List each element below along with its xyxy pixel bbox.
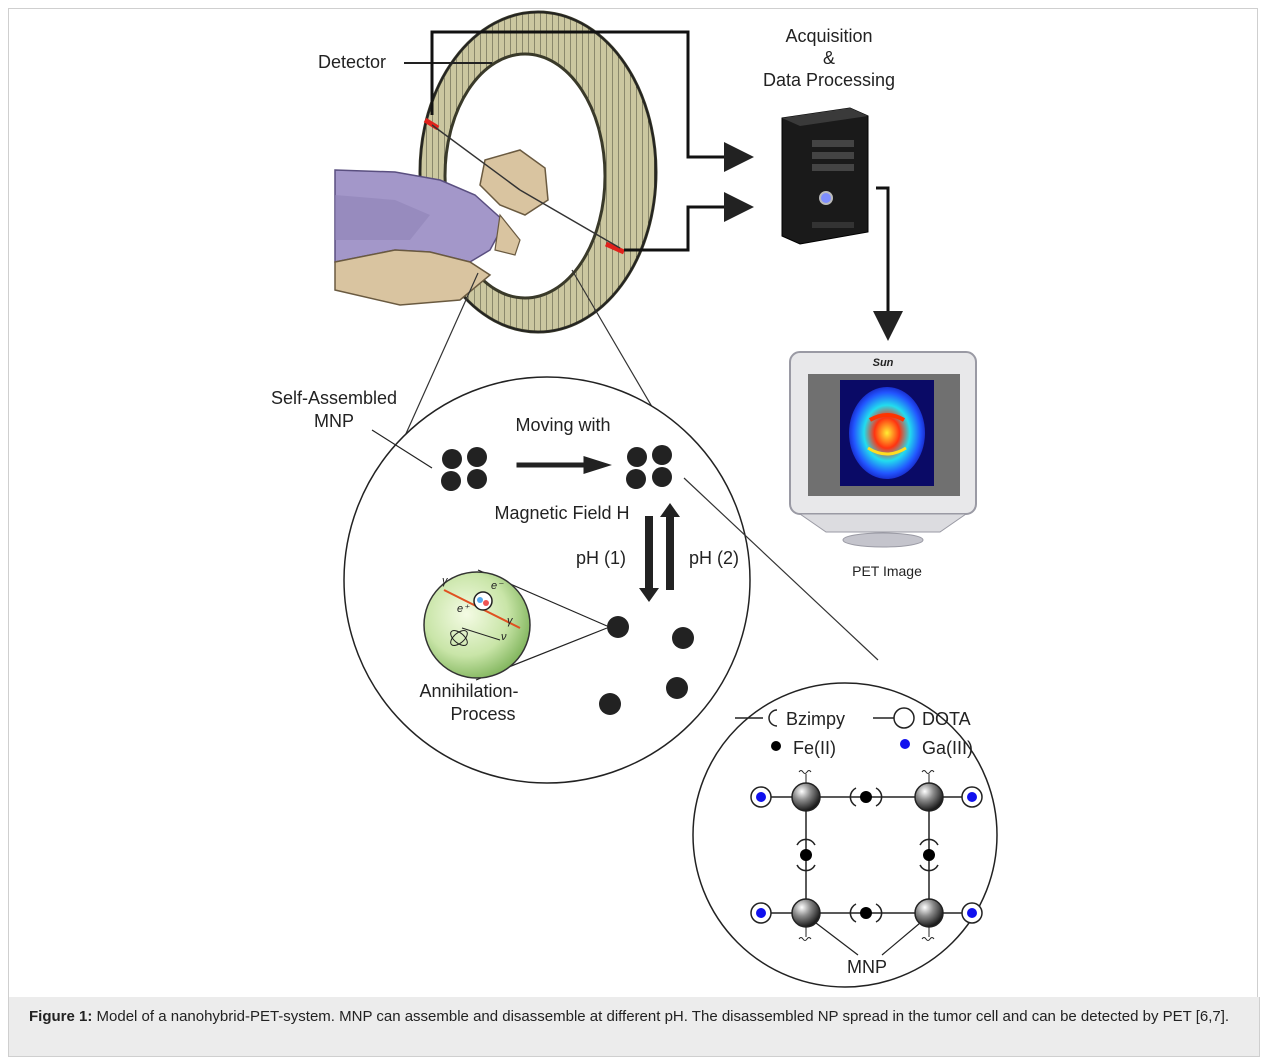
dispersed-mnp [599, 616, 694, 715]
mnp-zoom-circle [343, 376, 751, 784]
ph2-label: pH (2) [689, 548, 739, 568]
signal-lines [430, 30, 903, 341]
magnetic-field-label: Magnetic Field H [494, 503, 629, 523]
zoom-line-detail [683, 477, 879, 661]
pet-monitor-icon: Sun [789, 351, 977, 548]
gamma-symbol-bottom: γ [507, 615, 514, 627]
mnp-label-bottom: MNP [847, 957, 887, 977]
annihilation-sphere-icon: γ e⁻ e⁺ ν γ [423, 569, 608, 681]
ph-equilibrium-arrows [639, 503, 680, 602]
moving-arrow [516, 455, 612, 475]
positron-symbol: e⁺ [457, 603, 470, 615]
ph1-label: pH (1) [576, 548, 626, 568]
mnp-cluster-right [626, 445, 672, 489]
mnp-network [750, 770, 983, 956]
gamma-symbol-top: γ [442, 575, 449, 587]
caption-label: Figure 1: [29, 1008, 93, 1025]
self-assembled-label: Self-Assembled [271, 388, 397, 408]
computer-tower-icon [781, 107, 869, 245]
electron-symbol: e⁻ [491, 580, 504, 592]
mnp-label-top: MNP [314, 411, 354, 431]
dota-label: DOTA [922, 709, 971, 729]
ampersand-label: & [823, 48, 835, 68]
moving-with-label: Moving with [515, 415, 610, 435]
patient-illustration [334, 124, 621, 306]
data-processing-label: Data Processing [763, 70, 895, 90]
detail-legend: Bzimpy DOTA Fe(II) Ga(III) [735, 707, 973, 758]
fe-label: Fe(II) [793, 738, 836, 758]
neutrino-symbol: ν [501, 631, 507, 643]
process-label: Process [450, 704, 515, 724]
annihilation-label: Annihilation- [419, 681, 518, 701]
ga-label: Ga(III) [922, 738, 973, 758]
caption-text: Model of a nanohybrid-PET-system. MNP ca… [92, 1008, 1230, 1025]
monitor-brand: Sun [873, 357, 894, 369]
detector-label: Detector [318, 52, 386, 72]
bzimpy-label: Bzimpy [786, 709, 845, 729]
zoom-line-left [399, 272, 479, 448]
pet-image-label: PET Image [852, 563, 922, 579]
figure-caption: Figure 1: Model of a nanohybrid-PET-syst… [8, 997, 1260, 1057]
self-assembled-pointer [371, 429, 433, 469]
mnp-cluster-left [441, 447, 487, 491]
pet-system-diagram: Detector Acquisition & Data Processing S… [271, 10, 998, 988]
acquisition-label: Acquisition [785, 26, 872, 46]
